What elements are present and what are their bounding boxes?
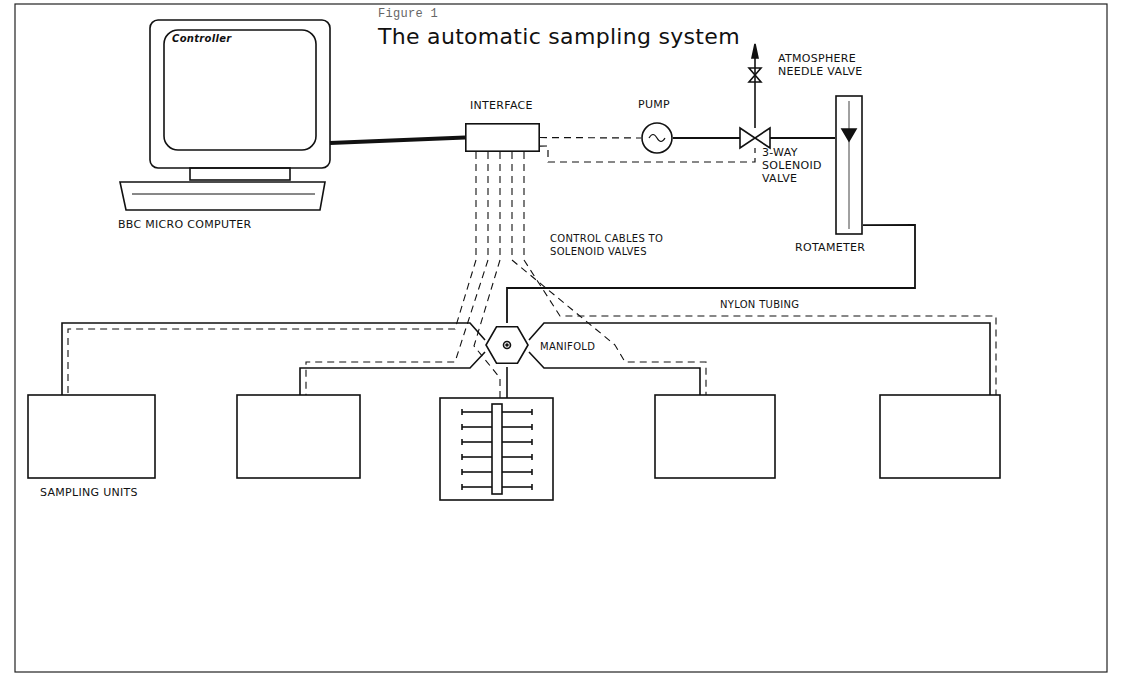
interface-box: INTERFACE bbox=[465, 123, 540, 152]
connector bbox=[540, 137, 641, 139]
component-label: PUMP bbox=[638, 98, 670, 111]
component-label: BBC MICRO COMPUTER bbox=[118, 218, 252, 231]
interface-box-outline bbox=[465, 123, 540, 152]
rotameter-outline bbox=[835, 95, 863, 235]
screen-text: Controller bbox=[172, 32, 231, 45]
frame bbox=[15, 4, 1107, 672]
tubing-label: NYLON TUBING bbox=[720, 298, 799, 311]
connector bbox=[330, 138, 465, 143]
pump-outline bbox=[641, 122, 673, 154]
component-label: MANIFOLD bbox=[540, 340, 595, 353]
pump: PUMP bbox=[641, 122, 673, 154]
sampling-unit-boxes bbox=[28, 395, 1000, 500]
solenoid-valve: 3-WAY SOLENOID VALVE bbox=[740, 128, 770, 148]
component-label: INTERFACE bbox=[470, 99, 533, 112]
figure-number: Figure 1 bbox=[378, 8, 438, 21]
sample-tube-rack bbox=[462, 404, 532, 494]
needle-valve-label: ATMOSPHERE NEEDLE VALVE bbox=[778, 52, 863, 78]
connector bbox=[673, 137, 740, 139]
component-label: 3-WAY SOLENOID VALVE bbox=[762, 146, 834, 185]
component-label: ROTAMETER bbox=[795, 241, 865, 254]
needle-valve bbox=[749, 44, 761, 128]
units-label: SAMPLING UNITS bbox=[40, 486, 138, 499]
connector bbox=[540, 146, 755, 162]
control-cables bbox=[68, 152, 996, 398]
connector bbox=[770, 137, 835, 139]
cable-label: CONTROL CABLES TO SOLENOID VALVES bbox=[550, 232, 680, 258]
nylon-tubes bbox=[62, 323, 990, 398]
computer-outline bbox=[120, 18, 330, 212]
rotameter: ROTAMETER bbox=[835, 95, 863, 235]
solenoid-valve-outline bbox=[740, 128, 770, 148]
connector bbox=[507, 225, 915, 323]
computer: ControllerBBC MICRO COMPUTER bbox=[120, 18, 330, 212]
diagram-title: The automatic sampling system bbox=[378, 24, 740, 50]
manifold-outline bbox=[485, 323, 529, 367]
manifold: MANIFOLD bbox=[485, 323, 529, 367]
